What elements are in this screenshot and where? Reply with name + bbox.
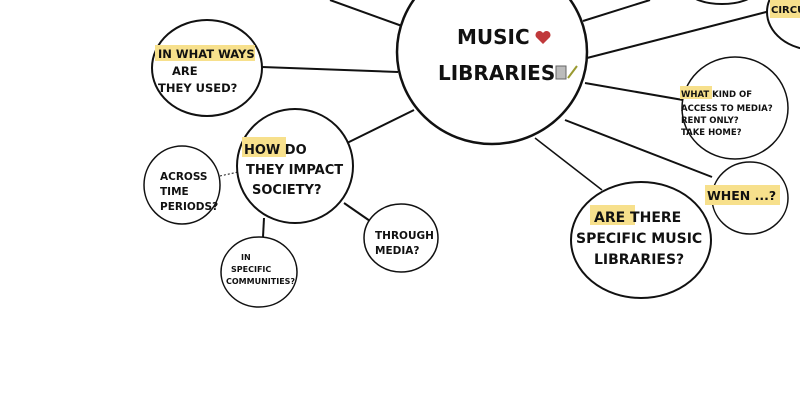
svg-text:HOW DO: HOW DO: [244, 143, 307, 158]
edge-top-right: [582, 0, 651, 22]
node-through-media: THROUGH MEDIA?: [363, 203, 439, 273]
edge-top-left: [329, 0, 403, 27]
edge-communities: [262, 217, 265, 238]
edge-ways: [261, 66, 399, 73]
edge-access: [584, 82, 684, 101]
specific-line3: LIBRARIES?: [594, 252, 684, 268]
media-line1: THROUGH: [375, 230, 434, 242]
communities-line1: IN: [241, 253, 251, 262]
svg-text:WHAT KIND OF: WHAT KIND OF: [681, 90, 752, 100]
specific-highlight: ARE: [594, 210, 625, 226]
edge-media: [343, 202, 371, 222]
impact-line1: DO: [280, 143, 306, 158]
communities-line3: COMMUNITIES?: [226, 277, 295, 286]
edge-circulation: [586, 10, 771, 59]
communities-line2: SPECIFIC: [231, 265, 271, 274]
access-line2: ACCESS TO MEDIA?: [681, 104, 773, 114]
impact-highlight: HOW: [244, 143, 280, 158]
time-line3: PERIODS?: [160, 201, 218, 213]
center-title-line2: LIBRARIES: [438, 61, 555, 85]
node-across-time: ACROSS TIME PERIODS?: [143, 145, 221, 225]
heart-icon: [535, 30, 551, 44]
svg-text:ARE THERE: ARE THERE: [594, 210, 681, 226]
impact-line3: SOCIETY?: [252, 183, 322, 198]
ways-line3: THEY USED?: [158, 81, 237, 95]
access-line4: TAKE HOME?: [681, 128, 742, 138]
node-are-there: ARE THERE SPECIFIC MUSIC LIBRARIES?: [570, 181, 712, 299]
node-when: WHEN ...?: [705, 161, 789, 235]
time-line2: TIME: [160, 186, 189, 198]
node-in-what-ways: IN WHAT WAYS ARE THEY USED?: [151, 19, 263, 117]
notepad-pencil-icon: [555, 65, 578, 80]
specific-line2: SPECIFIC MUSIC: [576, 231, 702, 247]
specific-line1: THERE: [625, 210, 681, 226]
node-top-partial: [695, 0, 749, 5]
media-line2: MEDIA?: [375, 245, 419, 257]
access-line3: RENT ONLY?: [681, 116, 739, 126]
access-line1: KIND OF: [709, 90, 752, 100]
edge-when: [564, 119, 713, 178]
node-circulation: CIRCU: [766, 0, 800, 50]
ways-line1: IN WHAT WAYS: [158, 47, 255, 61]
edge-time: [219, 171, 239, 177]
edge-specific: [534, 137, 603, 191]
node-how-impact: HOW DO THEY IMPACT SOCIETY?: [236, 108, 354, 224]
node-what-kind-access: WHAT KIND OF ACCESS TO MEDIA? RENT ONLY?…: [680, 56, 789, 160]
access-highlight: WHAT: [681, 90, 709, 100]
edges: [219, 0, 771, 238]
center-title-line1: MUSIC: [457, 25, 530, 49]
time-line1: ACROSS: [160, 171, 208, 183]
node-center: MUSIC LIBRARIES: [395, 0, 589, 146]
when-text: WHEN ...?: [707, 188, 776, 203]
node-circulation-text: CIRCU: [771, 5, 800, 16]
node-communities: IN SPECIFIC COMMUNITIES?: [220, 236, 298, 308]
impact-line2: THEY IMPACT: [246, 163, 343, 178]
edge-impact: [346, 109, 415, 144]
ways-line2: ARE: [172, 64, 198, 78]
